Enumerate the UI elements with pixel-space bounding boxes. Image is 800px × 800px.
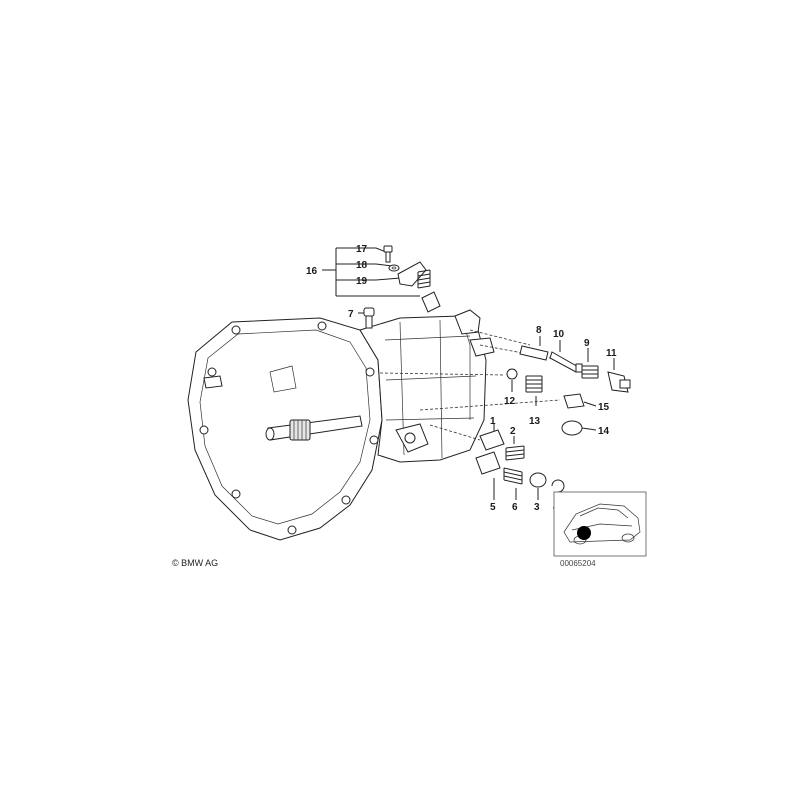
spring-part-2 <box>505 436 525 461</box>
screw-part-7 <box>358 307 375 329</box>
sleeve-part-5 <box>475 451 501 500</box>
callout-labels: 1 2 3 4 5 6 7 8 9 10 11 12 13 14 15 16 1… <box>306 244 617 513</box>
sleeve-part-1 <box>479 424 505 451</box>
spring-part-6 <box>503 467 523 500</box>
copyright-text: © BMW AG <box>172 558 218 568</box>
callout-6: 6 <box>512 502 518 513</box>
callout-8: 8 <box>536 325 542 336</box>
transmission-housing <box>187 309 495 541</box>
callout-1: 1 <box>490 416 496 427</box>
callout-19: 19 <box>356 276 368 287</box>
plunger-part-upper <box>421 291 441 313</box>
switch-part-11 <box>607 358 631 393</box>
plunger-part-15 <box>563 393 597 409</box>
callout-13: 13 <box>529 416 541 427</box>
callout-18: 18 <box>356 260 368 271</box>
pin-part-8 <box>519 336 549 361</box>
callout-5: 5 <box>490 502 496 513</box>
callout-14: 14 <box>598 426 610 437</box>
locator-dot-icon <box>577 526 591 540</box>
callout-2: 2 <box>510 426 516 437</box>
callout-15: 15 <box>598 402 610 413</box>
callout-12: 12 <box>504 396 516 407</box>
ball-part-12 <box>506 368 518 392</box>
washer-part <box>388 264 400 272</box>
cup-part-3 <box>529 472 547 500</box>
bolt-part <box>383 245 393 263</box>
callout-17: 17 <box>356 244 368 255</box>
callout-16: 16 <box>306 266 318 277</box>
callout-9: 9 <box>584 338 590 349</box>
reference-number: 00065204 <box>560 559 596 568</box>
callout-3: 3 <box>534 502 540 513</box>
bracket-clip-part <box>397 261 427 287</box>
spring-part-9 <box>581 348 599 379</box>
callout-7: 7 <box>348 309 354 320</box>
spring-part-upper <box>417 269 431 289</box>
callout-11: 11 <box>606 348 617 359</box>
spring-part-13 <box>525 375 543 406</box>
cap-part-14 <box>561 420 597 436</box>
locator-inset <box>553 491 647 557</box>
shaft-part-10 <box>549 340 583 373</box>
callout-10: 10 <box>553 329 565 340</box>
